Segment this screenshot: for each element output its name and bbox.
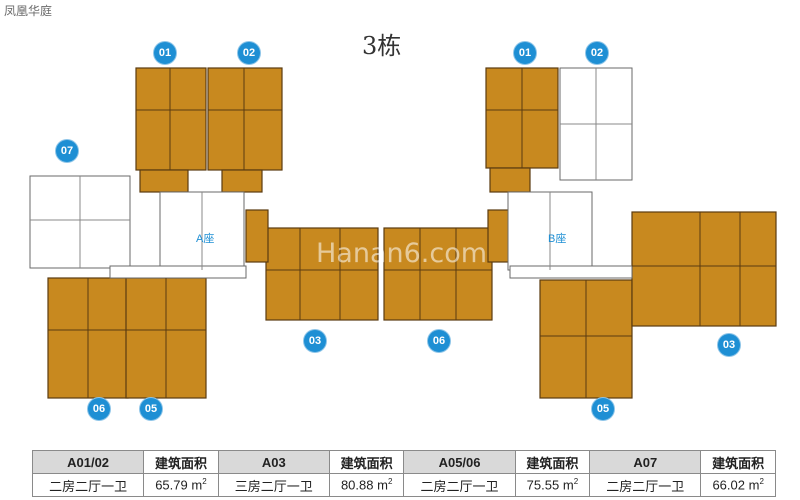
unit-badge-a03: 03 (304, 330, 326, 352)
floor-plan (29, 67, 777, 399)
unit-badge-b05: 05 (592, 398, 614, 420)
unit-badge-a06: 06 (88, 398, 110, 420)
area-cell: 65.79 m2 (143, 473, 219, 497)
header-cell: 建筑面积 (143, 450, 219, 474)
unit-badge-b06: 06 (428, 330, 450, 352)
core-a-label: A座 (196, 233, 215, 245)
unit-a02-plan (207, 67, 283, 171)
unit-a01-plan (135, 67, 207, 171)
corridor-link-a (245, 209, 269, 263)
corridor-b (509, 265, 633, 279)
unit-badge-a01: 01 (154, 42, 176, 64)
unit-badge-a05: 05 (140, 398, 162, 420)
header-cell: 建筑面积 (328, 450, 405, 474)
layout-cell: 二房二厅一卫 (403, 473, 516, 497)
corridor-a (109, 265, 247, 279)
header-cell: A05/06 (403, 450, 516, 474)
area-cell: 75.55 m2 (514, 473, 591, 497)
layout-cell: 二房二厅一卫 (31, 473, 145, 497)
area-cell: 80.88 m2 (328, 473, 405, 497)
unit-badge-a02: 02 (238, 42, 260, 64)
layout-cell: 三房二厅一卫 (217, 473, 330, 497)
area-table-header-row: A01/02 建筑面积 A03 建筑面积 A05/06 建筑面积 A07 建筑面… (31, 450, 776, 474)
header-cell: A07 (589, 450, 702, 474)
building-title: 3栋 (362, 32, 402, 60)
area-table: A01/02 建筑面积 A03 建筑面积 A05/06 建筑面积 A07 建筑面… (31, 450, 776, 497)
header-cell: 建筑面积 (700, 450, 776, 474)
core-b-label: B座 (548, 233, 567, 245)
unit-a03-plan (265, 227, 379, 321)
header-cell: 建筑面积 (514, 450, 591, 474)
area-table-row: 二房二厅一卫 65.79 m2 三房二厅一卫 80.88 m2 二房二厅一卫 7… (31, 473, 776, 497)
site-name: 凤凰华庭 (4, 4, 53, 18)
unit-badge-b01: 01 (514, 42, 536, 64)
header-cell: A01/02 (31, 450, 145, 474)
unit-a01-lower (139, 169, 189, 193)
unit-badge-b02: 02 (586, 42, 608, 64)
unit-b06-plan (383, 227, 493, 321)
layout-cell: 二房二厅一卫 (589, 473, 702, 497)
unit-badge-b03: 03 (718, 334, 740, 356)
area-cell: 66.02 m2 (700, 473, 776, 497)
unit-a02-lower (221, 169, 263, 193)
unit-b01-lower (489, 167, 531, 193)
watermark-text: Hanan6.com (316, 238, 488, 269)
unit-b03-plan (631, 211, 777, 327)
header-cell: A03 (217, 450, 330, 474)
unit-badge-a07: 07 (56, 140, 78, 162)
